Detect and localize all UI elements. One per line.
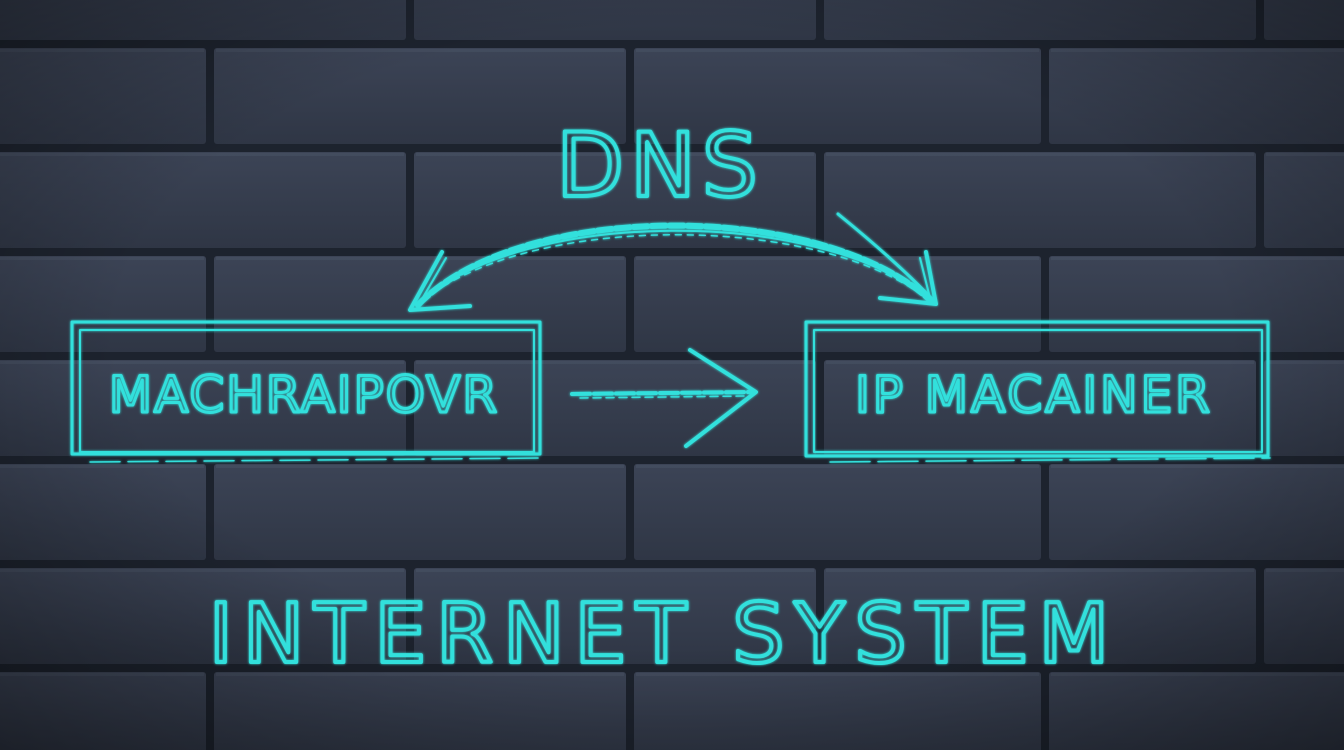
curved-arrow-left-icon xyxy=(408,250,472,312)
right-box-label: IP MACAINER xyxy=(855,366,1213,424)
right-arrow-icon xyxy=(570,348,758,448)
right-box xyxy=(804,320,1271,463)
dns-arc-arrow xyxy=(415,222,933,308)
footer-text: INTERNET SYSTEM xyxy=(209,587,1120,682)
curved-arrow-right-icon xyxy=(836,212,938,306)
left-box-label: MACHRAIPOVR xyxy=(109,366,499,424)
diagram-title: DNS xyxy=(556,114,763,217)
left-box xyxy=(70,320,546,463)
